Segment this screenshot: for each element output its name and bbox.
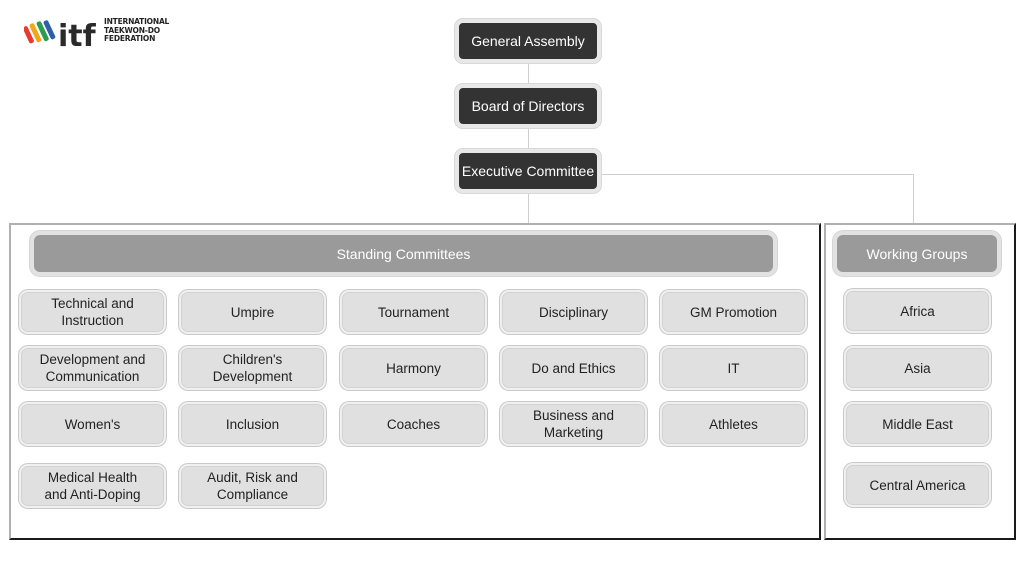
- standing-committee-box[interactable]: Disciplinary: [500, 290, 647, 334]
- working-group-box[interactable]: Africa: [844, 289, 991, 333]
- logo-line-3: FEDERATION: [104, 34, 156, 43]
- logo-text: INTERNATIONAL TAEKWON-DO FEDERATION: [104, 17, 170, 44]
- itf-logo-mark-icon: itf: [24, 19, 97, 52]
- connector-ga-board: [528, 60, 529, 90]
- standing-committees-header[interactable]: Standing Committees: [30, 231, 777, 276]
- standing-committee-box[interactable]: Athletes: [660, 402, 807, 446]
- standing-committee-box[interactable]: Audit, Risk and Compliance: [179, 464, 326, 508]
- standing-committee-box[interactable]: Tournament: [340, 290, 487, 334]
- working-group-box[interactable]: Central America: [844, 463, 991, 507]
- connector-exec-standing: [528, 190, 529, 226]
- board-of-directors-node[interactable]: Board of Directors: [455, 84, 601, 128]
- standing-committee-box[interactable]: Inclusion: [179, 402, 326, 446]
- standing-committee-box[interactable]: GM Promotion: [660, 290, 807, 334]
- standing-committee-box[interactable]: Technical and Instruction: [19, 290, 166, 334]
- standing-committee-box[interactable]: Do and Ethics: [500, 346, 647, 390]
- executive-committee-node[interactable]: Executive Committee: [455, 149, 601, 193]
- working-groups-header[interactable]: Working Groups: [833, 231, 1001, 276]
- standing-committee-box[interactable]: Harmony: [340, 346, 487, 390]
- standing-committee-box[interactable]: Women's: [19, 402, 166, 446]
- logo-line-1: INTERNATIONAL: [104, 17, 170, 26]
- logo-wordmark: itf: [58, 19, 97, 52]
- standing-committee-box[interactable]: Umpire: [179, 290, 326, 334]
- connector-board-exec: [528, 125, 529, 155]
- standing-committee-box[interactable]: Coaches: [340, 402, 487, 446]
- working-group-box[interactable]: Asia: [844, 346, 991, 390]
- connector-exec-working-h: [598, 174, 914, 175]
- standing-committee-box[interactable]: Development and Communication: [19, 346, 166, 390]
- general-assembly-node[interactable]: General Assembly: [455, 19, 601, 63]
- logo-stripe-green: [36, 21, 49, 42]
- logo-stripe-red: [24, 26, 34, 44]
- connector-exec-working-v: [913, 174, 914, 224]
- itf-logo: itf INTERNATIONAL TAEKWON-DO FEDERATION: [24, 16, 169, 56]
- standing-committee-box[interactable]: Children's Development: [179, 346, 326, 390]
- standing-committee-box[interactable]: Business and Marketing: [500, 402, 647, 446]
- logo-stripe-orange: [29, 23, 42, 43]
- standing-committee-box[interactable]: Medical Health and Anti-Doping: [19, 464, 166, 508]
- logo-line-2: TAEKWON-DO: [104, 25, 160, 35]
- logo-stripe-blue: [43, 20, 56, 40]
- standing-committee-box[interactable]: IT: [660, 346, 807, 390]
- working-group-box[interactable]: Middle East: [844, 402, 991, 446]
